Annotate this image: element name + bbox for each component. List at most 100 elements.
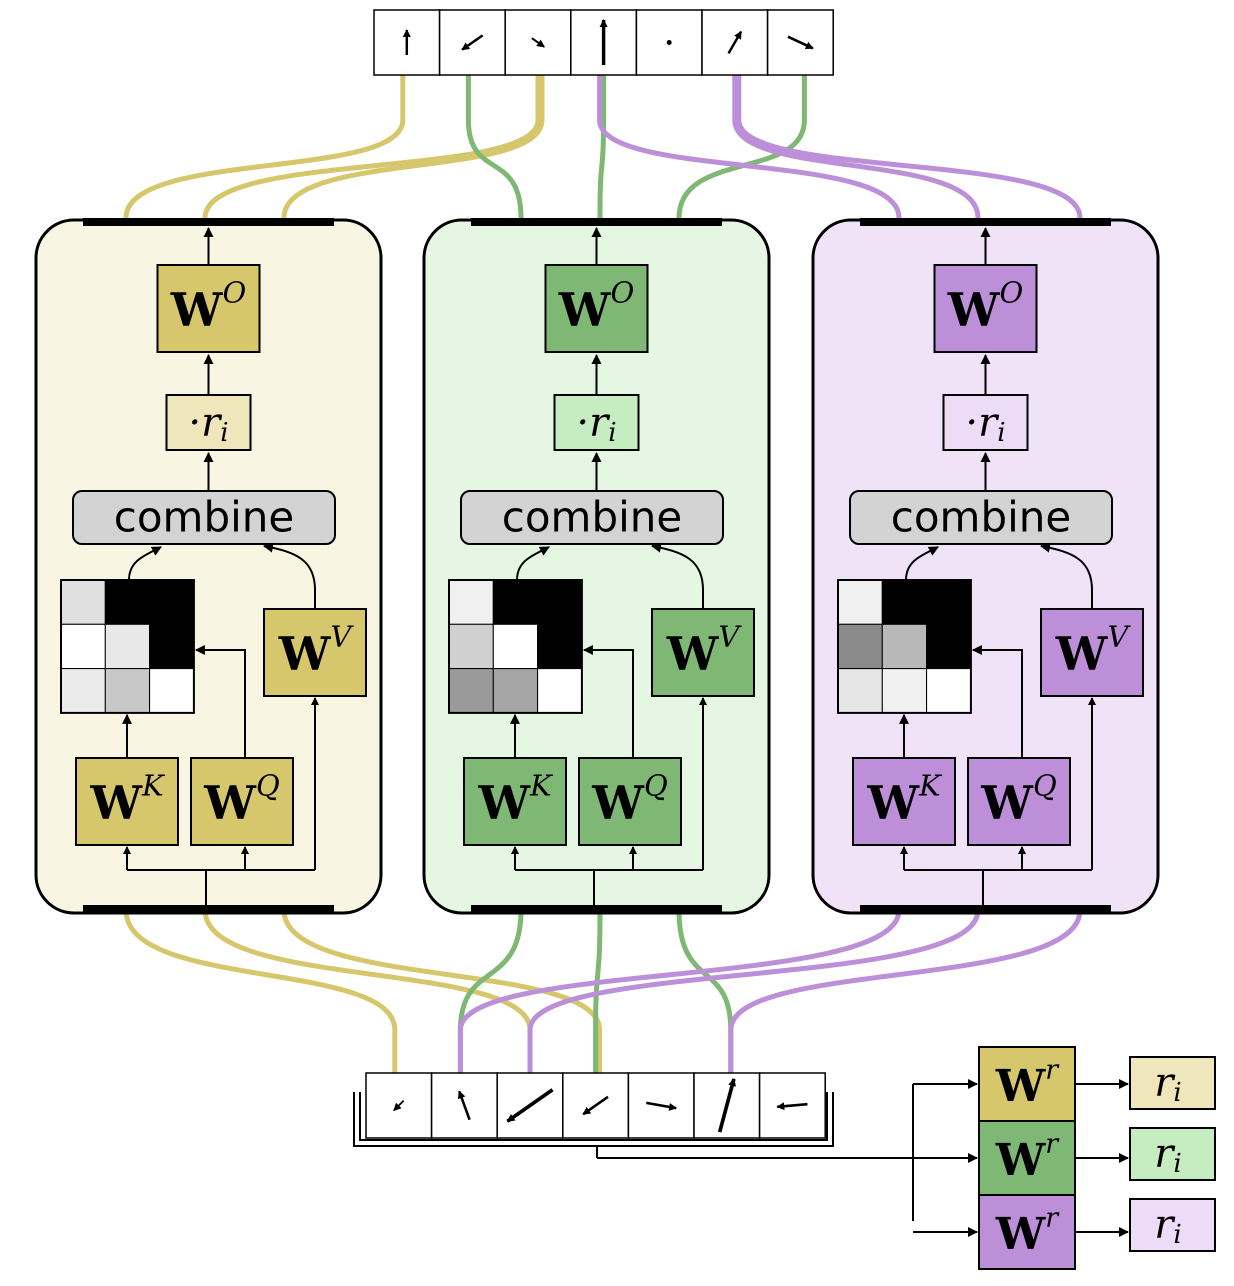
combine-box: [72, 490, 336, 545]
wq-label: WQ: [980, 769, 1056, 830]
wk-label-main: W: [477, 776, 531, 830]
head-top-bar: [860, 218, 1111, 226]
attention-cell: [926, 668, 972, 714]
wire-out-purple-2: [736, 75, 1083, 219]
ri-output-sub: i: [1173, 1078, 1181, 1108]
ri-scale-box: [165, 394, 252, 451]
head-bottom-bar: [83, 905, 334, 913]
ri-scale-main: ·r: [576, 400, 611, 446]
wv-box: [1040, 608, 1144, 697]
wv-label-sup: V: [330, 620, 354, 654]
output-arrow-dot: [666, 40, 672, 45]
wk-box: [75, 757, 179, 846]
attention-cell: [537, 668, 583, 714]
wq-box: [578, 757, 682, 846]
head-top-bar: [83, 218, 334, 226]
ri-scale-label: ·ri: [188, 400, 228, 448]
wire-in-green-0: [457, 909, 524, 1073]
attention-cell: [926, 579, 972, 625]
attention-cell: [881, 579, 928, 625]
output-arrow: [461, 34, 484, 51]
ri-scale-main: ·r: [188, 400, 223, 446]
wr-box: [978, 1194, 1076, 1270]
wk-label: WK: [477, 769, 554, 830]
attention-cell: [837, 623, 883, 670]
attention-cell: [837, 579, 883, 625]
wire-out-yellow-0: [123, 75, 406, 219]
wk-box: [852, 757, 956, 846]
combine-label: combine: [114, 493, 295, 542]
wire-out-green-0: [465, 75, 524, 219]
ri-scale-box: [942, 394, 1029, 451]
wr-box: [978, 1046, 1076, 1122]
ri-output-label: ri: [1154, 1131, 1181, 1179]
ri-output-box: [1129, 1127, 1216, 1181]
attention-cell: [448, 579, 494, 625]
wire-in-purple-2: [728, 909, 1083, 1073]
wo-box: [933, 264, 1038, 353]
wq-label-main: W: [980, 776, 1034, 830]
wq-to-matrix-arrow: [582, 645, 634, 758]
wire-out-yellow-1: [202, 75, 541, 219]
input-arrow: [776, 1102, 808, 1111]
wire-out-yellow-2: [281, 75, 545, 219]
wv-label-main: W: [1055, 627, 1109, 681]
wq-label-sup: Q: [1033, 769, 1057, 803]
wo-label: WO: [947, 276, 1024, 337]
wire-in-green-1: [593, 909, 603, 1073]
wire-in-green-2: [676, 909, 734, 1073]
wire-in-purple-0: [457, 909, 902, 1073]
wr-label: Wr: [995, 1128, 1060, 1186]
attention-cell: [149, 623, 195, 670]
wire-out-purple-0: [597, 75, 902, 219]
ri-output-sub: i: [1173, 1220, 1181, 1250]
ri-output-main: r: [1154, 1202, 1176, 1248]
ri-output-main: r: [1154, 1060, 1176, 1106]
wire-out-purple-1: [732, 75, 981, 219]
wo-label-main: W: [558, 283, 612, 337]
attention-cell: [448, 668, 494, 714]
attention-cell: [60, 668, 106, 714]
combine-label: combine: [502, 493, 683, 542]
wq-label-main: W: [591, 776, 645, 830]
output-cell: [766, 9, 834, 76]
wo-label-main: W: [947, 283, 1001, 337]
attention-matrix-border: [448, 579, 583, 714]
output-arrow: [531, 37, 545, 48]
wv-to-combine-arrow: [1040, 542, 1093, 609]
attention-cell: [492, 668, 539, 714]
wv-label-main: W: [666, 627, 720, 681]
attention-cell: [149, 579, 195, 625]
wk-label-sup: K: [141, 769, 166, 803]
combine-label: combine: [891, 493, 1072, 542]
wr-label-main: W: [995, 1061, 1046, 1112]
attention-cell: [492, 579, 539, 625]
wire-out-green-2: [676, 75, 807, 219]
router-row-green: Wr ri: [913, 1120, 1216, 1196]
wo-label: WO: [558, 276, 635, 337]
wq-label-sup: Q: [256, 769, 280, 803]
routing-wires: [123, 75, 1083, 1073]
ri-output-main: r: [1154, 1131, 1176, 1177]
ri-scale-main: ·r: [965, 400, 1000, 446]
combine-box: [849, 490, 1113, 545]
attention-cell: [837, 668, 883, 714]
ri-output-box: [1129, 1056, 1216, 1110]
input-cell: [627, 1072, 695, 1139]
wk-label-sup: K: [918, 769, 943, 803]
input-bracket-outer: [353, 1092, 834, 1147]
wk-label: WK: [866, 769, 943, 830]
attention-cell: [60, 579, 106, 625]
output-sequence: [373, 9, 834, 76]
wq-box: [967, 757, 1071, 846]
wr-label: Wr: [995, 1054, 1060, 1112]
wv-label: WV: [278, 620, 355, 681]
wv-to-combine-arrow: [263, 542, 316, 609]
attention-cell: [537, 623, 583, 670]
ri-output-label: ri: [1154, 1060, 1181, 1108]
wr-label-sup: r: [1045, 1202, 1060, 1233]
